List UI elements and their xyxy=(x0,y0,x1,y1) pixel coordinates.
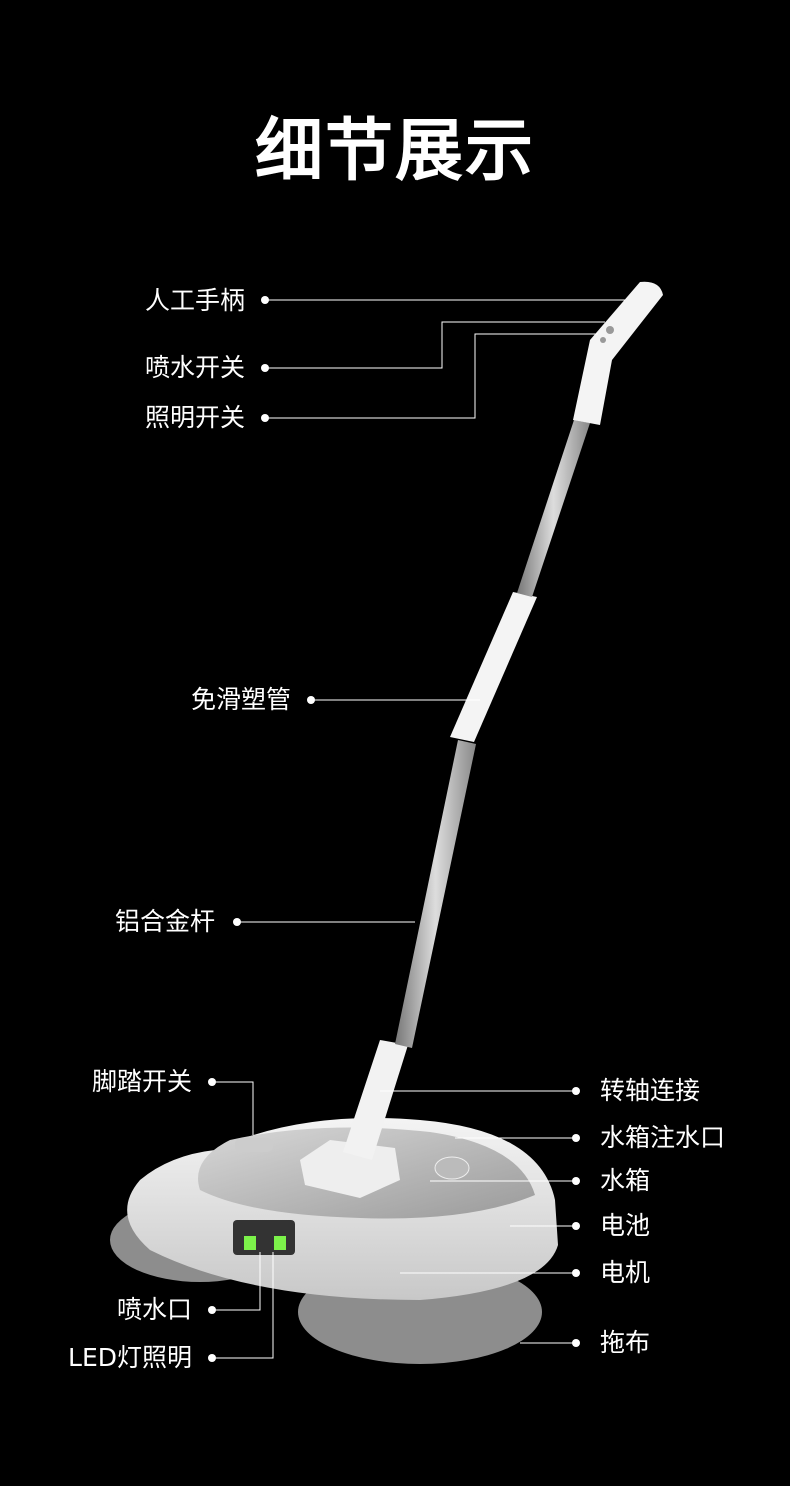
foot-switch xyxy=(235,1138,273,1152)
label-mop-cloth: 拖布 xyxy=(600,1328,651,1357)
label-water-tank: 水箱 xyxy=(600,1166,651,1195)
led-light-left xyxy=(244,1236,256,1250)
handle xyxy=(573,281,663,425)
leader-dots xyxy=(208,296,580,1362)
label-light-switch: 照明开关 xyxy=(144,403,245,432)
label-spray-switch: 喷水开关 xyxy=(144,353,245,382)
label-spray-nozzle: 喷水口 xyxy=(116,1295,192,1324)
label-motor: 电机 xyxy=(600,1258,651,1287)
lower-sleeve xyxy=(343,1040,408,1160)
leader-lines xyxy=(212,299,625,1359)
label-led-light: LED灯照明 xyxy=(68,1343,192,1372)
swivel-joint xyxy=(300,1140,400,1198)
water-fill-cap xyxy=(434,1156,470,1180)
label-aluminium-pole: 铝合金杆 xyxy=(114,907,215,936)
label-swivel-joint: 转轴连接 xyxy=(600,1076,701,1105)
spray-button xyxy=(606,326,614,334)
label-handle: 人工手柄 xyxy=(144,286,245,315)
anti-slip-sleeve xyxy=(450,592,537,742)
light-button xyxy=(600,337,606,343)
aluminium-pole xyxy=(395,740,476,1048)
label-foot-switch: 脚踏开关 xyxy=(91,1067,192,1096)
label-tank-inlet: 水箱注水口 xyxy=(600,1123,726,1152)
label-anti-slip-sleeve: 免滑塑管 xyxy=(190,685,291,714)
page-title: 细节展示 xyxy=(254,112,535,191)
upper-pole xyxy=(517,420,590,597)
label-battery: 电池 xyxy=(600,1211,651,1240)
led-light-right xyxy=(274,1236,286,1250)
